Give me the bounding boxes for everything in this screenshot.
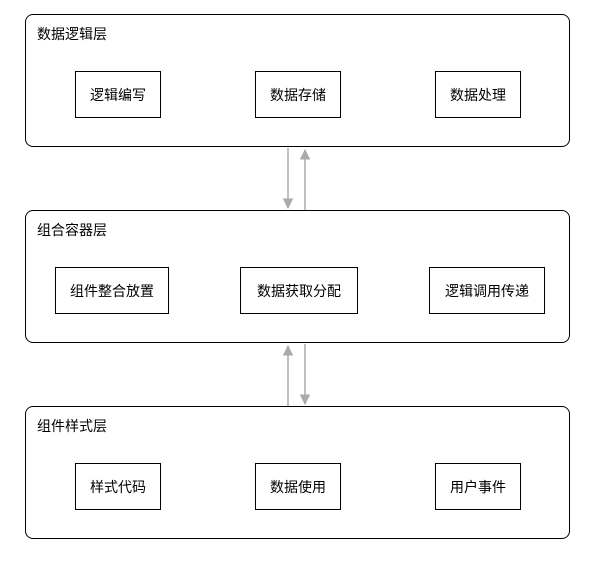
- layer-data-logic: 数据逻辑层 逻辑编写 数据存储 数据处理: [25, 14, 570, 147]
- node-style-code: 样式代码: [75, 463, 161, 510]
- node-logic-writing: 逻辑编写: [75, 71, 161, 118]
- layer-composite-container: 组合容器层 组件整合放置 数据获取分配 逻辑调用传递: [25, 210, 570, 343]
- layer-title: 数据逻辑层: [37, 27, 107, 43]
- layer-title: 组合容器层: [37, 223, 107, 239]
- node-logic-call-pass: 逻辑调用传递: [429, 267, 545, 314]
- node-user-events: 用户事件: [435, 463, 521, 510]
- node-data-processing: 数据处理: [435, 71, 521, 118]
- layer-component-style: 组件样式层 样式代码 数据使用 用户事件: [25, 406, 570, 539]
- layer-title: 组件样式层: [37, 419, 107, 435]
- node-data-storage: 数据存储: [255, 71, 341, 118]
- node-data-fetch-distribute: 数据获取分配: [240, 267, 358, 314]
- node-component-integration: 组件整合放置: [55, 267, 169, 314]
- node-data-usage: 数据使用: [255, 463, 341, 510]
